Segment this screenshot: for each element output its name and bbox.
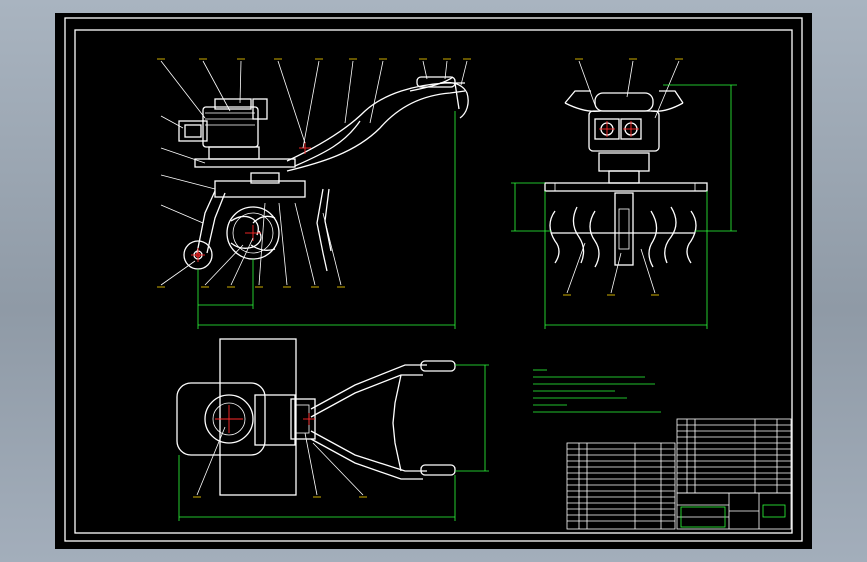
parts-list-left bbox=[566, 442, 676, 530]
inner-frame bbox=[74, 29, 793, 534]
engineering-drawing bbox=[64, 17, 803, 542]
outer-frame bbox=[64, 17, 803, 542]
parts-list-right bbox=[676, 418, 792, 494]
top-view bbox=[176, 338, 489, 521]
side-view bbox=[157, 58, 471, 329]
cad-viewport[interactable] bbox=[55, 13, 812, 549]
front-view bbox=[511, 58, 737, 329]
title-block bbox=[676, 492, 792, 530]
technical-notes bbox=[533, 369, 661, 413]
